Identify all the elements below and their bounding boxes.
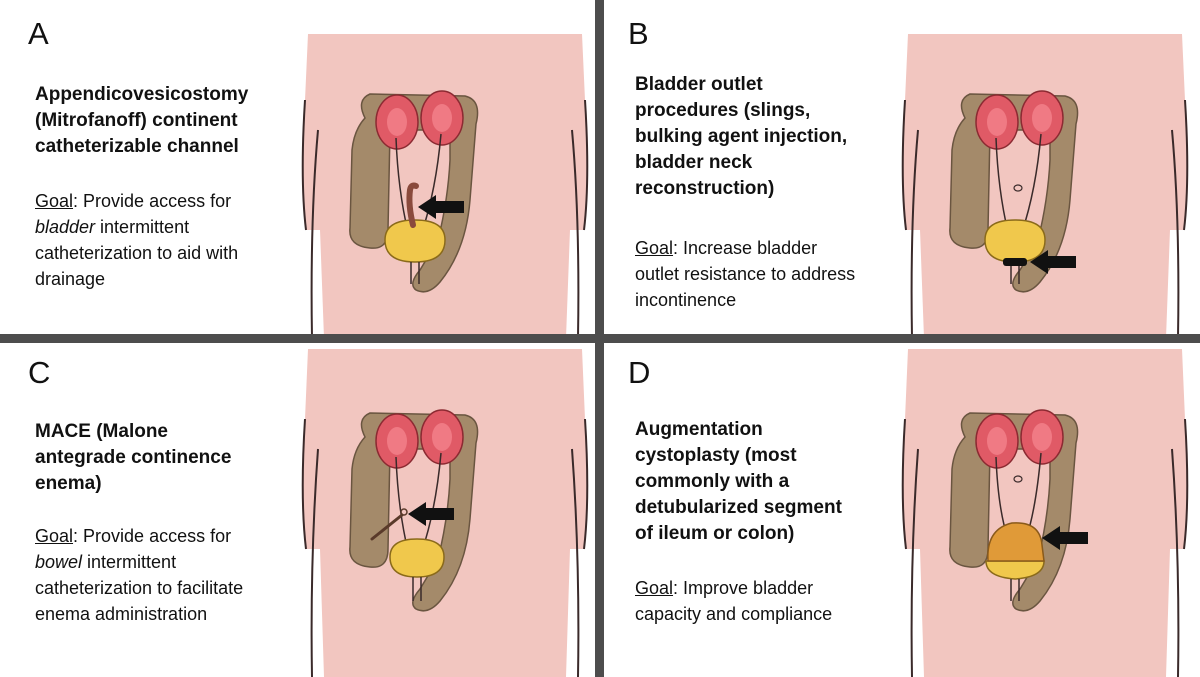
panel-title: MACE (Malone antegrade continence enema)	[35, 419, 285, 497]
goal-label: Goal	[35, 191, 74, 211]
horizontal-divider	[0, 334, 1200, 343]
bladder	[984, 219, 1046, 284]
appendix-channel	[406, 182, 419, 228]
title-line: enema)	[35, 473, 102, 494]
kidney-left	[975, 413, 1019, 469]
anatomy-illustration	[901, 349, 1189, 677]
title-line: antegrade continence	[35, 447, 232, 468]
anatomy-illustration	[301, 34, 589, 338]
title-line: of ileum or colon)	[635, 523, 795, 544]
title-line: commonly with a	[635, 471, 790, 492]
panel-title: Bladder outlet procedures (slings, bulki…	[635, 72, 870, 202]
panel-title: Appendicovesicostomy (Mitrofanoff) conti…	[35, 82, 285, 160]
goal-text: : Improve bladder capacity and complianc…	[635, 578, 833, 624]
panel-d: D Augmentation cystoplasty (most commonl…	[600, 339, 1200, 677]
goal-text: intermittent catheterization to aid with…	[35, 217, 239, 289]
goal-label: Goal	[635, 578, 674, 598]
kidney-right	[420, 90, 464, 146]
goal-label: Goal	[35, 526, 74, 546]
umbilicus	[1013, 475, 1023, 483]
goal-label: Goal	[635, 238, 674, 258]
augmented-bladder	[985, 522, 1045, 601]
colon	[349, 412, 479, 612]
title-line: reconstruction)	[635, 178, 775, 199]
title-line: detubularized segment	[635, 497, 842, 518]
title-line: Augmentation	[635, 419, 763, 440]
torso	[901, 34, 1189, 338]
panel-c: C MACE (Malone antegrade continence enem…	[0, 339, 600, 677]
title-line: (Mitrofanoff) continent	[35, 110, 238, 131]
title-line: Appendicovesicostomy	[35, 84, 249, 105]
kidney-left	[375, 94, 419, 150]
colon	[949, 412, 1079, 612]
panel-letter: C	[28, 355, 51, 390]
goal-text: : Provide access for	[73, 191, 232, 211]
title-line: Bladder outlet	[635, 74, 763, 95]
torso	[301, 34, 589, 338]
arrow-pointer-icon	[418, 195, 464, 219]
panel-letter: B	[628, 16, 649, 51]
goal-text: : Provide access for	[73, 526, 232, 546]
title-line: MACE (Malone	[35, 421, 168, 442]
bladder-neck-sling	[1003, 258, 1027, 266]
bladder	[384, 219, 446, 284]
bladder	[389, 538, 445, 601]
kidney-right	[1020, 409, 1064, 465]
panel-letter: D	[628, 355, 651, 390]
panel-title: Augmentation cystoplasty (most commonly …	[635, 417, 875, 547]
panel-goal: Goal: Increase bladder outlet resistance…	[635, 235, 865, 313]
panel-a: A Appendicovesicostomy (Mitrofanoff) con…	[0, 0, 600, 338]
arrow-pointer-icon	[408, 502, 454, 526]
kidney-right	[420, 409, 464, 465]
umbilicus	[1013, 184, 1023, 192]
title-line: bulking agent injection,	[635, 126, 848, 147]
arrow-pointer-icon	[1030, 250, 1076, 274]
anatomy-illustration	[301, 349, 589, 677]
kidney-left	[375, 413, 419, 469]
panel-goal: Goal: Improve bladder capacity and compl…	[635, 575, 870, 627]
title-line: procedures (slings,	[635, 100, 811, 121]
panel-b: B Bladder outlet procedures (slings, bul…	[600, 0, 1200, 338]
goal-emphasis: bladder	[35, 217, 96, 237]
kidney-left	[975, 94, 1019, 150]
title-line: catheterizable channel	[35, 136, 239, 157]
panel-goal: Goal: Provide access for bowel intermitt…	[35, 523, 260, 627]
title-line: cystoplasty (most	[635, 445, 797, 466]
panel-goal: Goal: Provide access for bladder intermi…	[35, 188, 285, 292]
goal-text: intermittent catheterization to facilita…	[35, 552, 244, 624]
goal-emphasis: bowel	[35, 552, 83, 572]
panel-letter: A	[28, 16, 49, 51]
torso	[901, 349, 1189, 677]
arrow-pointer-icon	[1042, 526, 1088, 550]
appendix-channel	[370, 508, 408, 541]
anatomy-illustration	[901, 34, 1189, 338]
kidney-right	[1020, 90, 1064, 146]
goal-text: : Increase bladder outlet resistance to …	[635, 238, 856, 310]
title-line: bladder neck	[635, 152, 753, 173]
